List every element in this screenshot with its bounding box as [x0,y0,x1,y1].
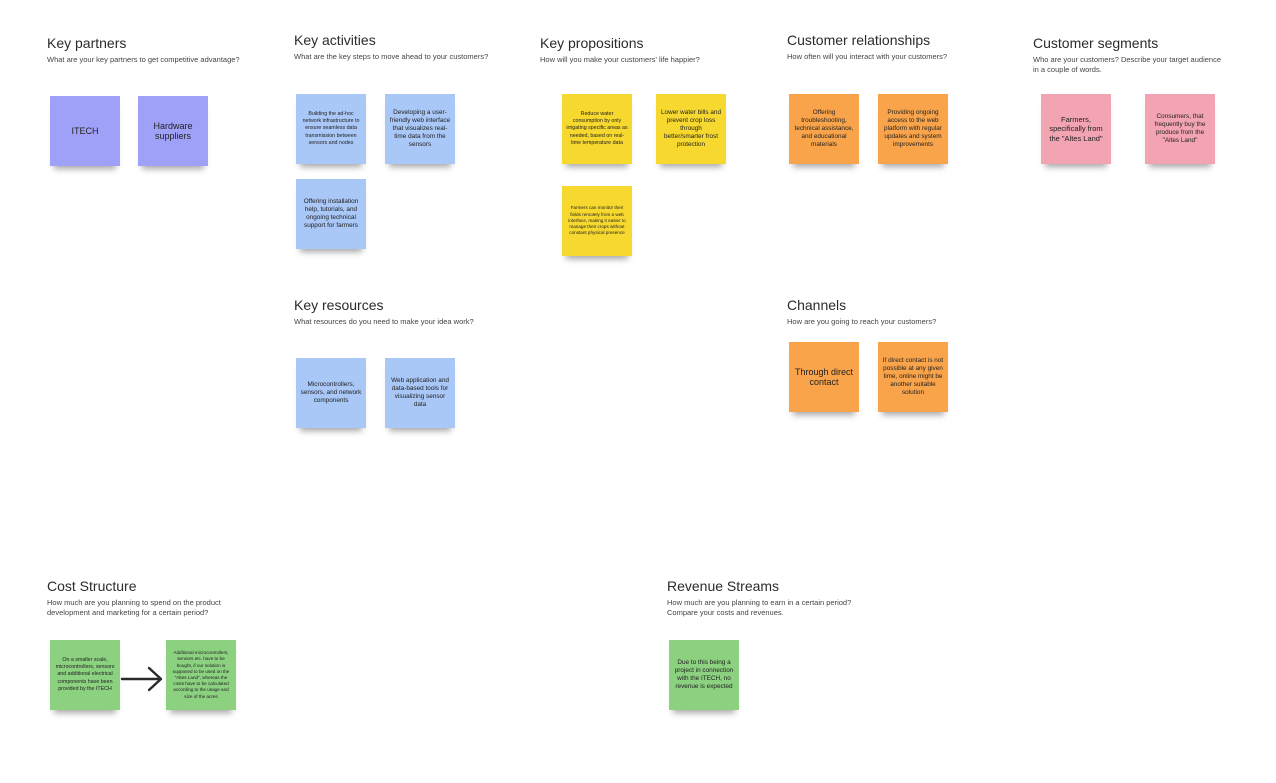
sticky-note-farmers[interactable]: Farmers, specifically from the "Altes La… [1041,94,1111,164]
section-customer-relationships: Customer relationships How often will yo… [787,31,987,62]
section-key-resources: Key resources What resources do you need… [294,296,514,327]
section-key-partners: Key partners What are your key partners … [47,34,257,65]
section-key-propositions: Key propositions How will you make your … [540,34,740,65]
sticky-note-microcontrollers[interactable]: Microcontrollers, sensors, and network c… [296,358,366,428]
section-subtitle: What resources do you need to make your … [294,317,474,326]
section-subtitle: Who are your customers? Describe your ta… [1033,55,1222,74]
section-subtitle: What are your key partners to get compet… [47,55,240,64]
note-text: ITECH [71,125,99,136]
section-title: Customer relationships [787,32,931,48]
note-text: Hardware suppliers [153,120,193,142]
section-key-activities: Key activities What are the key steps to… [294,31,514,62]
sticky-note-remote-monitoring[interactable]: Farmers can monitor their fields remotel… [562,186,632,256]
section-title: Revenue Streams [667,578,780,594]
section-subtitle: What are the key steps to move ahead to … [294,52,489,61]
note-text: Microcontrollers, sensors, and network c… [300,381,362,404]
sticky-note-provided-components[interactable]: On a smaller scale, microcontrollers, se… [50,640,120,710]
section-cost-structure: Cost Structure How much are you planning… [47,577,257,618]
note-text: Building the ad-hoc network infrastructu… [302,110,360,146]
section-customer-segments: Customer segments Who are your customers… [1033,34,1223,75]
section-title: Key activities [294,32,376,48]
note-text: Offering troubleshooting, technical assi… [794,109,854,148]
sticky-note-troubleshooting[interactable]: Offering troubleshooting, technical assi… [789,94,859,164]
section-title: Key partners [47,35,127,51]
section-revenue-streams: Revenue Streams How much are you plannin… [667,577,877,618]
note-text: Consumers, that frequently buy the produ… [1154,113,1206,144]
note-text: Providing ongoing access to the web plat… [884,109,942,148]
note-text: Web application and data-based tools for… [391,377,449,408]
note-text: Through direct contact [794,366,854,388]
note-text: Lower water bills and prevent crop loss … [660,109,722,148]
sticky-note-online-channel[interactable]: If direct contact is not possible at any… [878,342,948,412]
note-text: Offering installation help, tutorials, a… [303,198,359,229]
sticky-note-installation-help[interactable]: Offering installation help, tutorials, a… [296,179,366,249]
sticky-note-additional-costs[interactable]: Additional microcontrollers, sensors etc… [166,640,236,710]
section-title: Key resources [294,297,384,313]
section-title: Cost Structure [47,578,137,594]
sticky-note-itech[interactable]: ITECH [50,96,120,166]
note-text: Additional microcontrollers, sensors etc… [172,650,230,699]
sticky-note-network-infrastructure[interactable]: Building the ad-hoc network infrastructu… [296,94,366,164]
sticky-note-platform-access[interactable]: Providing ongoing access to the web plat… [878,94,948,164]
section-subtitle: How often will you interact with your cu… [787,52,948,61]
arrow-right-icon [120,666,163,692]
section-title: Customer segments [1033,35,1159,51]
sticky-note-hardware-suppliers[interactable]: Hardware suppliers [138,96,208,166]
sticky-note-web-application[interactable]: Web application and data-based tools for… [385,358,455,428]
sticky-note-direct-contact[interactable]: Through direct contact [789,342,859,412]
section-subtitle: How will you make your customers' life h… [540,55,700,64]
section-subtitle: How are you going to reach your customer… [787,317,937,326]
section-title: Key propositions [540,35,644,51]
note-text: Farmers can monitor their fields remotel… [568,205,626,236]
sticky-note-lower-bills[interactable]: Lower water bills and prevent crop loss … [656,94,726,164]
note-text: Reduce water consumption by only irrigat… [566,110,628,146]
section-channels: Channels How are you going to reach your… [787,296,987,327]
section-title: Channels [787,297,847,313]
note-text: On a smaller scale, microcontrollers, se… [55,656,115,692]
section-subtitle: How much are you planning to spend on th… [47,598,221,617]
section-subtitle: How much are you planning to earn in a c… [667,598,852,617]
note-text: Developing a user-friendly web interface… [389,109,451,148]
sticky-note-no-revenue[interactable]: Due to this being a project in connectio… [669,640,739,710]
note-text: Due to this being a project in connectio… [674,659,734,690]
note-text: If direct contact is not possible at any… [882,357,944,396]
sticky-note-consumers[interactable]: Consumers, that frequently buy the produ… [1145,94,1215,164]
sticky-note-web-interface[interactable]: Developing a user-friendly web interface… [385,94,455,164]
sticky-note-reduce-water[interactable]: Reduce water consumption by only irrigat… [562,94,632,164]
note-text: Farmers, specifically from the "Altes La… [1049,114,1103,143]
